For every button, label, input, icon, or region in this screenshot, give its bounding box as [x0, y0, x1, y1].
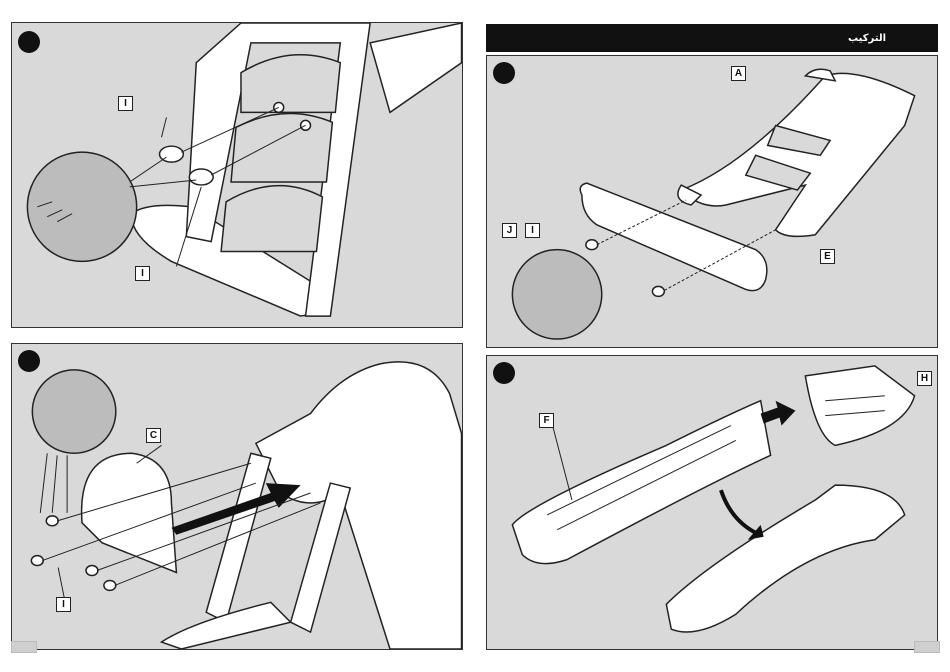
- slide-top-illustration: [487, 56, 937, 347]
- page-number-box-right: [914, 641, 940, 653]
- step-marker-3: [18, 350, 40, 372]
- part-label-j: J: [502, 223, 517, 238]
- part-label-h: H: [917, 371, 932, 386]
- slide-piece-illustration: [487, 356, 937, 649]
- ladder-illustration: [12, 23, 462, 327]
- part-label-e: E: [820, 249, 835, 264]
- part-label-c: C: [146, 428, 161, 443]
- part-label-i: I: [56, 597, 71, 612]
- step-marker-1: [18, 31, 40, 53]
- page-number-box-left: [11, 641, 37, 653]
- panel-step-2: A J I E: [486, 55, 938, 348]
- part-label-a: A: [731, 66, 746, 81]
- panel-step-4: F H: [486, 355, 938, 650]
- part-label-f: F: [539, 413, 554, 428]
- slide-side-illustration: [12, 344, 462, 649]
- step-marker-4: [493, 362, 515, 384]
- part-label-i: I: [525, 223, 540, 238]
- part-label-i: I: [135, 266, 150, 281]
- section-header: التركيب: [486, 24, 938, 52]
- step-marker-2: [493, 62, 515, 84]
- part-label-i: I: [118, 96, 133, 111]
- panel-step-3: C I: [11, 343, 463, 650]
- panel-step-1: I I: [11, 22, 463, 328]
- section-title: التركيب: [848, 33, 886, 44]
